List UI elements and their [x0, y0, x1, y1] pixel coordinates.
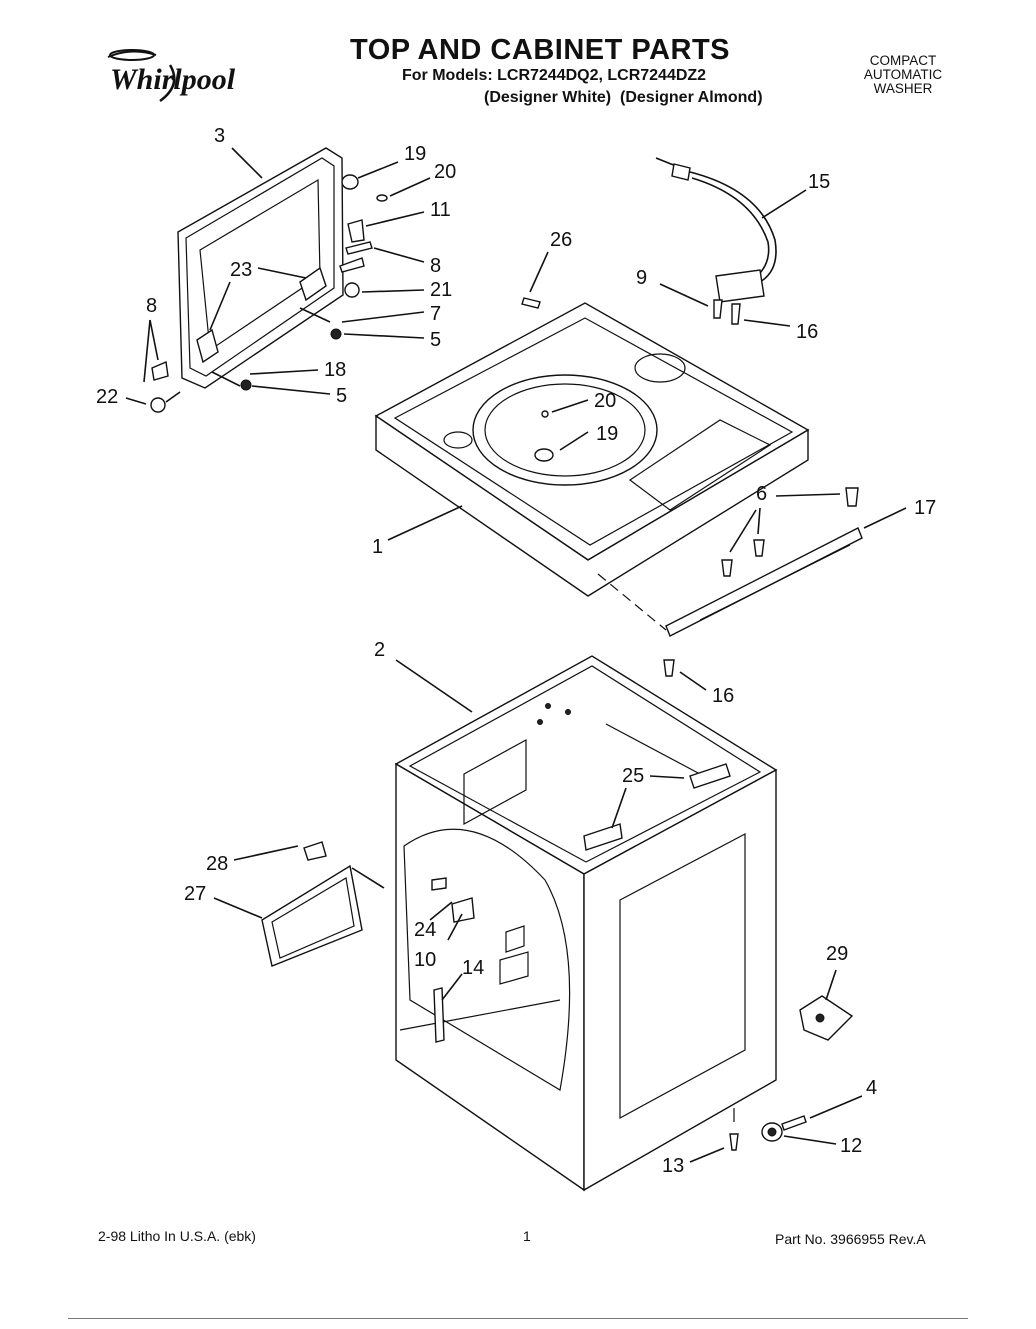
callout-22: 22 [96, 386, 118, 408]
footer-page-number: 1 [523, 1228, 531, 1244]
callout-27: 27 [184, 883, 206, 905]
callout-20-top: 20 [594, 390, 616, 412]
callout-10: 10 [414, 949, 436, 971]
callout-6: 6 [756, 483, 767, 505]
page-title: TOP AND CABINET PARTS [350, 34, 731, 66]
access-panel [261, 841, 385, 967]
footer-printing-info: 2-98 Litho In U.S.A. (ebk) [98, 1228, 256, 1244]
callout-8-left: 8 [146, 295, 157, 317]
rear-bracket [597, 487, 863, 677]
callout-5: 5 [430, 329, 441, 351]
callout-2: 2 [374, 639, 385, 661]
callout-29: 29 [826, 943, 848, 965]
callout-8: 8 [430, 255, 441, 277]
lower-parts [729, 995, 854, 1151]
callout-25: 25 [622, 765, 644, 787]
callout-14: 14 [462, 957, 484, 979]
callout-7: 7 [430, 303, 441, 325]
variants-line: (Designer White) (Designer Almond) [484, 89, 763, 106]
bottom-rule [68, 1318, 968, 1319]
callout-3: 3 [214, 125, 225, 147]
cabinet [394, 655, 778, 1192]
callout-1: 1 [372, 536, 383, 558]
callout-19: 19 [404, 143, 426, 165]
product-type-line-3: WASHER [873, 81, 933, 96]
callout-28: 28 [206, 853, 228, 875]
callout-labels: 3 19 20 11 8 23 21 7 5 8 18 5 22 26 15 9… [96, 125, 936, 1177]
callout-21: 21 [430, 279, 452, 301]
callout-9: 9 [636, 267, 647, 289]
callout-5-lower: 5 [336, 385, 347, 407]
callout-11: 11 [430, 199, 451, 221]
callout-18: 18 [324, 359, 346, 381]
callout-12: 12 [840, 1135, 862, 1157]
callout-24: 24 [414, 919, 436, 941]
callout-16: 16 [796, 321, 818, 343]
callout-23: 23 [230, 259, 252, 281]
lid-switch-harness [655, 157, 777, 325]
footer-part-number: Part No. 3966955 Rev.A [775, 1231, 926, 1247]
whirlpool-logo: Whirlpool [107, 49, 236, 103]
callout-20: 20 [434, 161, 456, 183]
callout-4: 4 [866, 1077, 877, 1099]
leader-lines [125, 147, 907, 1163]
callout-16-lower: 16 [712, 685, 734, 707]
callout-26: 26 [550, 229, 572, 251]
top-panel [374, 297, 810, 597]
product-type-line-2: AUTOMATIC [863, 67, 943, 82]
models-line: For Models: LCR7244DQ2, LCR7244DZ2 [402, 67, 707, 84]
callout-13: 13 [662, 1155, 684, 1177]
product-type-line-1: COMPACT [869, 53, 937, 68]
callout-19-top: 19 [596, 423, 618, 445]
callout-17: 17 [914, 497, 936, 519]
callout-15: 15 [808, 171, 830, 193]
